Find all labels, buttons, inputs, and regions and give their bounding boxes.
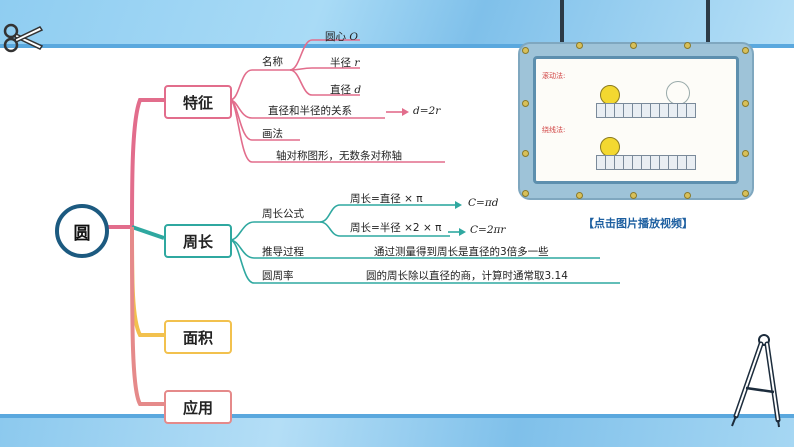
symmetry-label: 轴对称图形，无数条对称轴 [276, 150, 402, 162]
video-thumbnail[interactable]: 滚动法: 绕线法: [533, 56, 739, 184]
center-label: 圆心 O [325, 31, 358, 43]
rivet [742, 47, 749, 54]
formula-row-1: 周长=直径 × π [350, 193, 423, 205]
branch-feature: 特征 [164, 85, 232, 119]
relation-label: 直径和半径的关系 [268, 105, 352, 117]
formula-1: C=πd [468, 197, 499, 209]
ruler-bottom [596, 155, 696, 170]
formula-2: C=2πr [470, 224, 506, 236]
video-caption[interactable]: 【点击图片播放视频】 [583, 217, 693, 230]
circumference-label: 周长 [182, 232, 213, 251]
rivet [522, 190, 529, 197]
radius-label: 半径 r [330, 57, 360, 69]
pi-text: 圆的周长除以直径的商，计算时通常取3.14 [366, 270, 568, 282]
top-banner [0, 0, 794, 44]
video-label-rolling: 滚动法: [542, 72, 566, 80]
rivet [522, 100, 529, 107]
rivet [630, 42, 637, 49]
rolling-circle-outline [666, 81, 690, 105]
rivet [742, 190, 749, 197]
root-label: 圆 [73, 223, 91, 244]
bottom-stripe [0, 414, 794, 418]
feature-label: 特征 [182, 93, 213, 112]
branch-application: 应用 [164, 390, 232, 424]
rivet [576, 192, 583, 199]
hanger-left [560, 0, 564, 44]
formula-row-2: 周长=半径 ×2 × π [350, 222, 442, 234]
draw-label: 画法 [262, 128, 283, 140]
rivet [522, 47, 529, 54]
slide-panel [0, 48, 30, 414]
relation-formula: d=2r [413, 105, 441, 117]
branch-circumference: 周长 [164, 224, 232, 258]
derivation-text: 通过测量得到周长是直径的3倍多一些 [374, 246, 549, 258]
rivet [684, 42, 691, 49]
top-stripe [0, 44, 794, 48]
pi-label: 圆周率 [262, 270, 294, 282]
rivet [522, 150, 529, 157]
name-label: 名称 [262, 56, 283, 68]
compass-icon [731, 334, 781, 428]
diameter-label: 直径 d [330, 84, 362, 96]
area-label: 面积 [182, 328, 213, 347]
hanger-right [706, 0, 710, 44]
rivet [742, 150, 749, 157]
application-label: 应用 [182, 398, 213, 417]
video-label-winding: 绕线法: [542, 126, 566, 134]
rivet [576, 42, 583, 49]
formula-group-label: 周长公式 [262, 208, 304, 220]
bottom-banner [0, 418, 794, 447]
rivet [684, 192, 691, 199]
root-node: 圆 [55, 204, 109, 258]
scissors-icon [3, 23, 44, 53]
ruler-top [596, 103, 696, 118]
derivation-label: 推导过程 [262, 246, 304, 258]
winding-circle [600, 137, 620, 157]
rivet [630, 192, 637, 199]
branch-area: 面积 [164, 320, 232, 354]
rolling-circle [600, 85, 620, 105]
rivet [742, 100, 749, 107]
